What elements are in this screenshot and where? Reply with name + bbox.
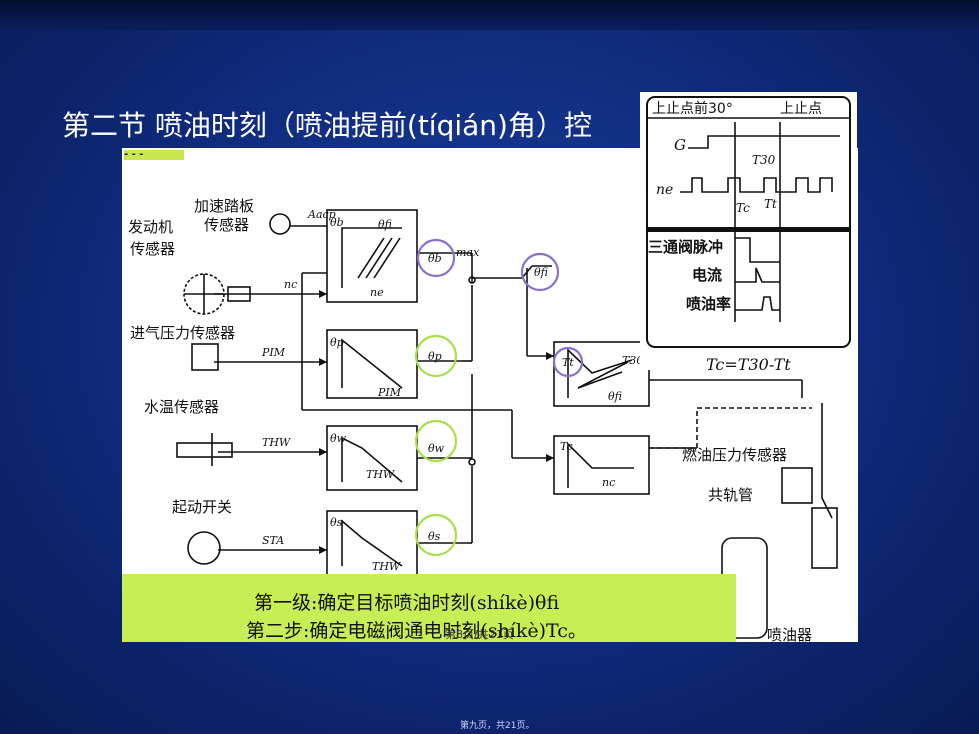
out-ofi2: θfi — [608, 390, 622, 403]
dash-marker: - - - — [124, 150, 184, 160]
caption-box: 第一级:确定目标喷油时刻(shíkè)θfi 第二步:确定电磁阀通电时刻(shí… — [122, 574, 736, 642]
out-max: max — [456, 246, 480, 259]
block-s-axis: θs — [330, 516, 343, 529]
acc-signal: Aacp — [307, 208, 336, 221]
out-os: θs — [428, 530, 441, 543]
block-ne-axis: ne — [370, 286, 384, 299]
sta-signal: STA — [262, 534, 284, 547]
out-ob: θb — [428, 252, 442, 265]
inset-formula: Tc=T30-Tt — [706, 355, 791, 370]
block-b-axis: θb — [330, 216, 344, 229]
block-p-axis: θp — [330, 336, 344, 349]
out-tc: Tc — [560, 440, 573, 453]
inset-tt: Tt — [764, 197, 777, 211]
pedal-sensor-label: 传感器 — [204, 216, 249, 234]
timing-diagram: 上止点前30° 上止点 G T30 ne Tc Tt 三通阀脉冲 电流 喷油率 … — [646, 96, 851, 374]
intake-sensor-label: 进气压力传感器 — [130, 324, 235, 342]
inset-header-left: 上止点前30° — [652, 100, 733, 117]
inset-t30: T30 — [752, 153, 776, 167]
block-thw-axis: THW — [366, 468, 396, 481]
water-sensor-label: 水温传感器 — [144, 398, 219, 416]
inset-rate: 喷油率 — [686, 295, 731, 313]
block-fi-curve: θfi — [378, 218, 392, 231]
inset-pulse: 三通阀脉冲 — [648, 238, 723, 256]
engine-label-top: 发动机 — [128, 218, 173, 236]
inset-g: G — [674, 136, 686, 154]
slide-footer: 第九页，共21页。 — [460, 721, 535, 731]
inset-ne: ne — [656, 182, 673, 198]
thw-signal: THW — [262, 436, 292, 449]
out-ofi: θfi — [534, 266, 548, 279]
common-rail-label: 共轨管 — [708, 486, 753, 504]
inset-tc: Tc — [736, 201, 750, 215]
nc-signal: nc — [284, 278, 297, 291]
out-tt: Tt — [562, 356, 574, 369]
out-op: θp — [428, 350, 442, 363]
start-switch-label: 起动开关 — [172, 498, 232, 516]
caption-ghost-page: 第8页/共21页 — [445, 628, 514, 641]
inset-current: 电流 — [692, 266, 722, 284]
inset-header-right: 上止点 — [780, 101, 822, 117]
pim-signal: PIM — [261, 346, 286, 359]
injector-label: 喷油器 — [767, 626, 812, 642]
fuel-pressure-label: 燃油压力传感器 — [682, 446, 787, 464]
pedal-label: 加速踏板 — [194, 197, 254, 215]
caption-line-1: 第一级:确定目标喷油时刻(shíkè)θfi — [254, 592, 560, 614]
caption-line-2: 第二步:确定电磁阀通电时刻(shíkè)Tc。 — [246, 620, 587, 642]
out-t30: T30 — [622, 354, 643, 367]
control-diagram: 加速踏板 传感器 发动机 传感器 进气压力传感器 水温传感器 起动开关 燃油压力… — [128, 197, 838, 644]
top-band — [0, 0, 979, 30]
out-nc2: nc — [602, 476, 615, 489]
engine-label-bottom: 传感器 — [130, 240, 175, 258]
block-w-axis: θw — [330, 432, 347, 445]
timing-inset: 上止点前30° 上止点 G T30 ne Tc Tt 三通阀脉冲 电流 喷油率 … — [640, 92, 857, 374]
slide-title: 第二节 喷油时刻（喷油提前(tíqián)角）控 — [62, 109, 592, 142]
block-pim-axis: PIM — [377, 386, 402, 399]
out-ow: θw — [428, 442, 445, 455]
block-s-thw-axis: THW — [372, 560, 402, 573]
